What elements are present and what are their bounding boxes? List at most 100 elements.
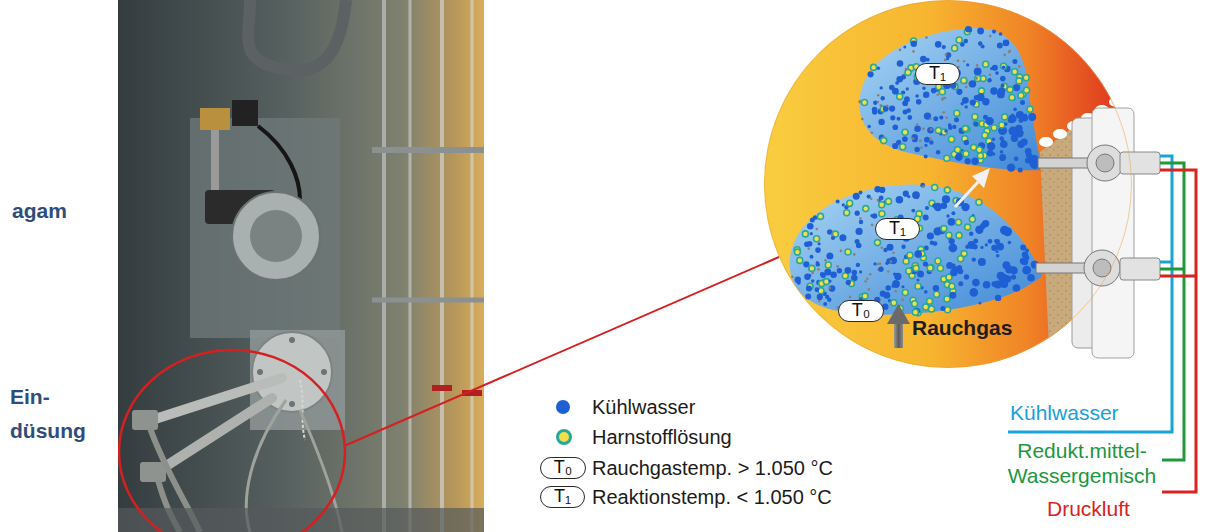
vapour-speck <box>936 94 939 97</box>
water-droplet <box>1004 122 1008 126</box>
urea-droplet <box>941 226 947 232</box>
water-droplet <box>949 244 958 253</box>
water-droplet <box>969 232 973 236</box>
vapour-speck <box>864 280 867 283</box>
urea-droplet <box>1016 78 1022 84</box>
water-droplet <box>839 234 846 241</box>
water-droplet <box>997 43 1003 49</box>
legend-temperature-tag: T₁ <box>540 486 585 508</box>
water-droplet <box>972 279 980 287</box>
water-droplet <box>927 127 934 134</box>
water-droplet <box>1028 113 1036 121</box>
vapour-speck <box>880 104 883 107</box>
urea-droplet <box>871 64 877 70</box>
water-droplet <box>1005 266 1013 274</box>
urea-droplet <box>949 136 955 142</box>
water-droplet <box>895 81 899 85</box>
water-droplet <box>852 270 858 276</box>
water-droplet <box>996 254 1000 258</box>
water-droplet <box>892 280 900 288</box>
water-droplet <box>902 285 905 288</box>
water-droplet <box>958 281 963 286</box>
vapour-speck <box>811 272 814 275</box>
water-droplet <box>939 116 943 120</box>
vapour-speck <box>818 300 821 303</box>
urea-droplet <box>976 147 982 153</box>
vapour-speck <box>942 111 945 114</box>
urea-droplet <box>952 45 958 51</box>
urea-droplet <box>969 216 975 222</box>
water-droplet <box>920 183 925 188</box>
vapour-speck <box>922 128 925 131</box>
vapour-speck <box>886 105 889 108</box>
vapour-speck <box>871 131 874 134</box>
water-droplet <box>879 187 885 193</box>
urea-droplet <box>1018 93 1024 99</box>
water-droplet <box>942 45 946 49</box>
urea-droplet <box>949 283 955 289</box>
water-droplet <box>964 140 969 145</box>
spray-plume <box>859 28 1040 170</box>
water-droplet <box>964 39 969 44</box>
water-droplet <box>948 123 952 127</box>
water-droplet <box>964 274 969 279</box>
water-droplet <box>961 102 964 105</box>
vapour-speck <box>836 265 839 268</box>
urea-droplet <box>944 296 950 302</box>
water-droplet <box>936 150 941 155</box>
water-droplet <box>1013 108 1017 112</box>
vapour-speck <box>824 259 827 262</box>
urea-droplet <box>905 69 911 75</box>
vapour-speck <box>925 36 928 39</box>
water-droplet <box>1027 274 1035 282</box>
urea-droplet <box>879 202 885 208</box>
water-droplet <box>873 262 876 265</box>
water-droplet <box>995 71 999 75</box>
water-droplet <box>826 252 833 259</box>
water-droplet <box>807 241 813 247</box>
vapour-speck <box>840 250 843 253</box>
vapour-speck <box>930 128 933 131</box>
urea-droplet <box>982 132 988 138</box>
water-droplet <box>1025 249 1029 253</box>
urea-droplet <box>881 138 887 144</box>
valve-handle <box>432 385 452 391</box>
wall-tube <box>1053 129 1067 139</box>
valve-body <box>200 108 230 130</box>
urea-droplet <box>1027 106 1033 112</box>
water-droplet <box>803 261 809 267</box>
flow-arrow <box>955 182 978 207</box>
water-droplet <box>965 105 968 108</box>
water-droplet <box>999 154 1006 161</box>
legend-text: Kühlwasser <box>592 395 695 419</box>
water-droplet <box>804 274 810 280</box>
water-droplet <box>797 281 801 285</box>
water-droplet <box>868 125 871 128</box>
water-droplet <box>957 265 962 270</box>
water-droplet <box>872 213 877 218</box>
vapour-speck <box>920 147 923 150</box>
nozzle <box>1038 158 1094 168</box>
vapour-speck <box>877 94 880 97</box>
urea-droplet <box>797 257 803 263</box>
urea-droplet <box>923 304 929 310</box>
water-droplet <box>897 117 901 121</box>
water-droplet <box>830 272 837 279</box>
urea-droplet <box>863 206 869 212</box>
temperature-tag: T₁ <box>915 63 960 85</box>
urea-droplet <box>958 256 964 262</box>
water-droplet <box>995 295 1001 301</box>
water-droplet <box>845 267 852 274</box>
urea-droplet <box>937 265 943 271</box>
water-droplet <box>946 57 949 60</box>
compressed-air-line <box>1160 275 1196 278</box>
water-droplet <box>846 201 852 207</box>
water-droplet <box>974 95 979 100</box>
water-droplet <box>890 115 895 120</box>
water-droplet <box>946 262 953 269</box>
water-droplet <box>827 229 832 234</box>
water-droplet <box>1021 115 1028 122</box>
urea-droplet <box>973 120 979 126</box>
water-droplet <box>846 280 851 285</box>
